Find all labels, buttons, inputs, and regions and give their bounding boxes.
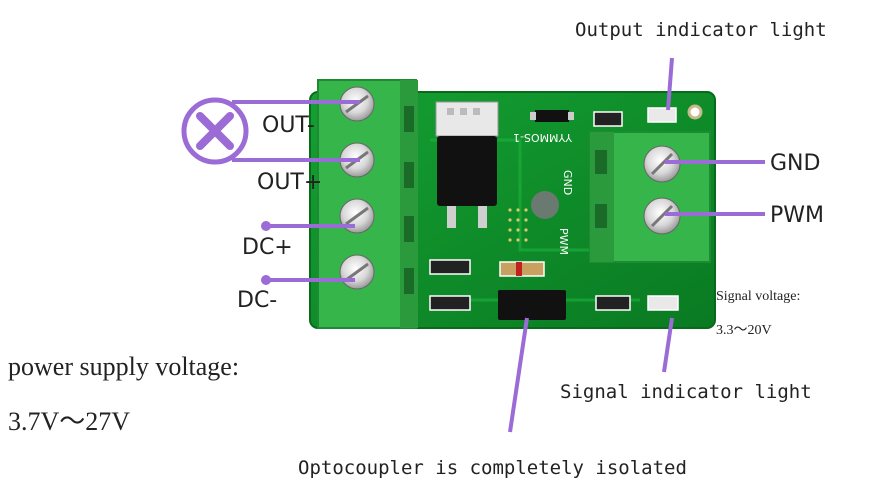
board-gnd-silkscreen: GND <box>561 170 574 195</box>
signal-led <box>647 295 679 311</box>
terminal-block-left <box>317 79 418 329</box>
smd-components <box>429 107 679 320</box>
output-indicator-label: Output indicator light <box>575 19 827 41</box>
callout-output-led <box>666 57 674 111</box>
mount-hole <box>687 104 703 120</box>
callout-signal-led <box>662 317 674 373</box>
board-pwm-silkscreen: PWM <box>557 228 570 255</box>
callout-dot-dc-minus <box>261 275 271 285</box>
pwm-label: PWM <box>770 203 824 228</box>
out-plus-label: OUT+ <box>257 170 322 195</box>
load-circle-icon <box>181 97 249 165</box>
callout-optocoupler <box>508 317 529 433</box>
power-supply-value: 3.7V～27V <box>8 407 130 436</box>
out-minus-label: OUT- <box>262 113 315 138</box>
output-led <box>647 107 677 123</box>
signal-indicator-label: Signal indicator light <box>560 381 812 403</box>
gnd-label: GND <box>770 151 820 176</box>
mosfet-chip <box>435 101 499 228</box>
signal-voltage-title: Signal voltage: <box>716 289 800 304</box>
signal-voltage-value: 3.3～20V <box>716 323 772 338</box>
terminal-block-right <box>589 131 711 263</box>
callout-dot-dc-plus <box>261 221 271 231</box>
dc-plus-label: DC+ <box>242 235 293 260</box>
dc-minus-label: DC- <box>237 288 277 313</box>
callout-lines <box>232 57 765 433</box>
optocoupler-chip <box>498 290 566 320</box>
power-supply-title: power supply voltage: <box>8 352 239 381</box>
board-model-silkscreen: YYMMOS-1 <box>513 131 573 144</box>
optocoupler-label: Optocoupler is completely isolated <box>298 457 687 479</box>
